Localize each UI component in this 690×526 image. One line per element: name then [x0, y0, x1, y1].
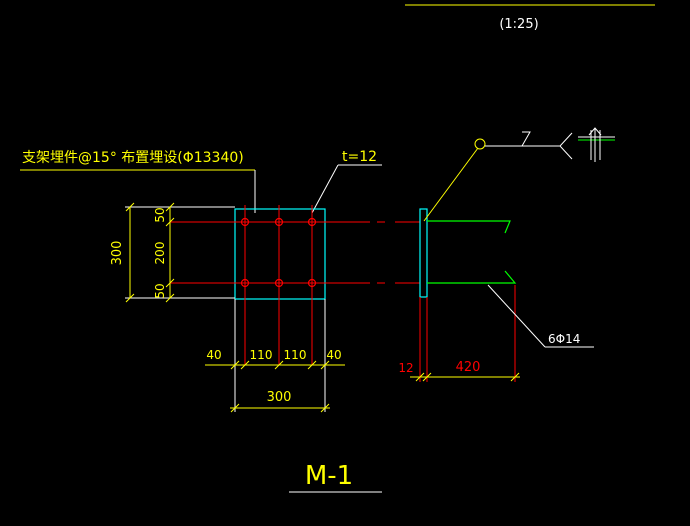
height-part-1: 50 — [153, 207, 167, 222]
rebar-dot — [274, 278, 284, 288]
width-part-1: 40 — [206, 348, 221, 362]
rebar-dot — [240, 217, 250, 227]
embed-plate — [234, 208, 326, 300]
rebar-dot — [240, 278, 250, 288]
dim-tick — [230, 360, 240, 370]
dim-tick — [422, 372, 432, 382]
dim-tick — [125, 202, 135, 212]
drawing-title: M-1 — [305, 461, 353, 491]
rebar-dot — [307, 217, 317, 227]
anchor-rebars — [427, 220, 517, 284]
height-part-3: 50 — [153, 283, 167, 298]
dim-tick — [165, 217, 175, 227]
weld-circle-icon — [474, 138, 486, 150]
dim-tick — [165, 202, 175, 212]
height-total-label: 300 — [110, 241, 125, 266]
width-total-label: 300 — [267, 390, 292, 405]
dim-tick — [165, 278, 175, 288]
width-part-2: 110 — [250, 348, 273, 362]
dim-tick — [230, 403, 240, 413]
anchor-rebar-bottom — [427, 270, 517, 284]
dim-tick — [307, 360, 317, 370]
height-part-2: 200 — [153, 242, 167, 265]
dim-tick — [510, 372, 520, 382]
width-part-4: 40 — [326, 348, 341, 362]
weld-fillet-icon — [521, 131, 531, 147]
anchor-length-label: 420 — [456, 360, 481, 375]
weld-tail-icon — [559, 132, 573, 160]
side-plate — [419, 208, 428, 298]
dim-tick — [240, 360, 250, 370]
plate-thickness-label: 12 — [398, 361, 413, 375]
dim-tick — [125, 293, 135, 303]
scale-label: (1:25) — [499, 17, 538, 32]
anchor-rebar-top — [427, 220, 511, 234]
note-label: 支架埋件@15° 布置埋设(Φ13340) — [22, 150, 244, 166]
dim-tick — [274, 360, 284, 370]
dim-tick — [320, 360, 330, 370]
thickness-label: t=12 — [342, 149, 377, 165]
rebar-leader — [487, 284, 546, 348]
dim-tick — [415, 372, 425, 382]
rebar-dots — [240, 217, 317, 288]
weld-leader — [423, 147, 479, 222]
dim-tick — [320, 403, 330, 413]
rebar-dot — [307, 278, 317, 288]
width-part-3: 110 — [284, 348, 307, 362]
rebar-dot — [274, 217, 284, 227]
thickness-leader — [311, 164, 339, 214]
dim-tick — [165, 293, 175, 303]
weld-plate-icon — [588, 127, 602, 162]
rebar-label: 6Φ14 — [548, 332, 580, 346]
